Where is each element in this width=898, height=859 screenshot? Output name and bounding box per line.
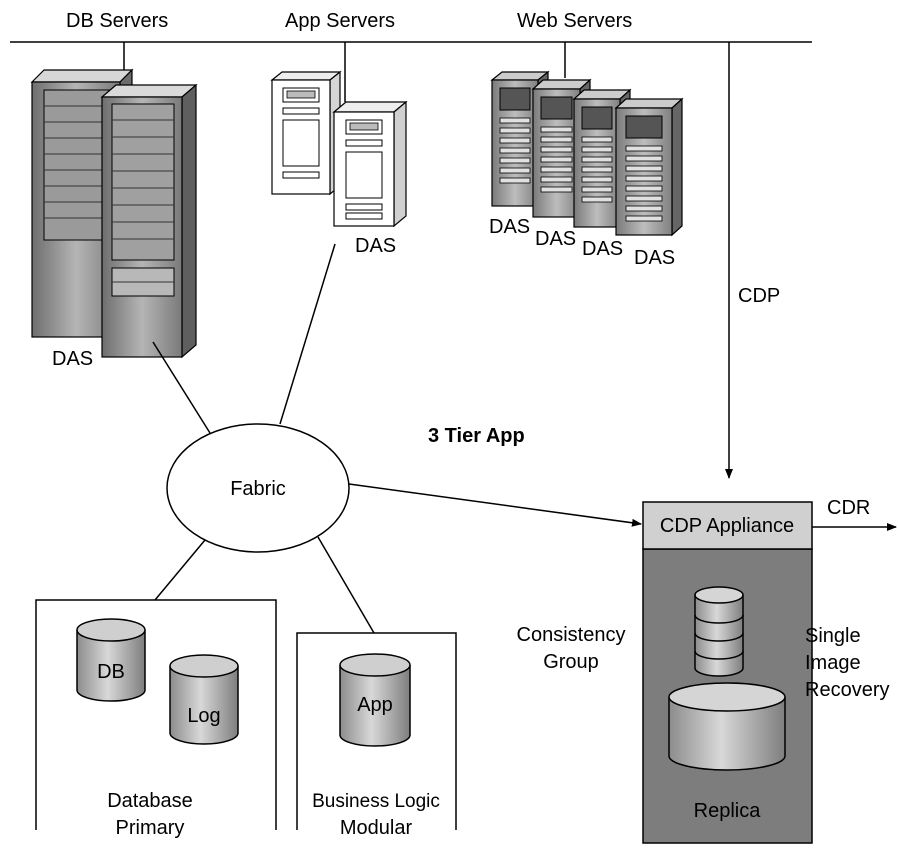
business-logic-box xyxy=(296,632,457,830)
app-fabric-link xyxy=(279,243,336,425)
fabric-database-link xyxy=(154,539,206,601)
web-server-4 xyxy=(614,97,684,237)
single-image-line2: Image xyxy=(805,652,861,674)
fabric-business-link xyxy=(317,536,375,634)
app-das-label: DAS xyxy=(355,235,396,257)
database-primary-box xyxy=(35,599,277,830)
web-server-3 xyxy=(572,88,632,229)
single-image-line3: Recovery xyxy=(805,679,889,701)
web-das-label-1: DAS xyxy=(489,216,530,238)
web-das-label-2: DAS xyxy=(535,228,576,250)
fabric-to-appliance-arrow xyxy=(348,483,642,527)
cdp-label: CDP xyxy=(738,285,780,307)
db-servers-label: DB Servers xyxy=(66,10,168,32)
db-server-rack-front xyxy=(100,83,198,359)
replica-cylinder xyxy=(668,682,786,771)
replica-label: Replica xyxy=(694,800,762,822)
consistency-group-line1: Consistency xyxy=(517,624,626,646)
app-servers-label: App Servers xyxy=(285,10,395,32)
appliance-header xyxy=(642,501,813,550)
business-box-line2: Modular xyxy=(340,817,413,839)
app-server-back xyxy=(270,70,342,196)
app-cylinder-label: App xyxy=(357,694,393,716)
db-das-label: DAS xyxy=(52,348,93,370)
log-cylinder-label: Log xyxy=(187,705,220,727)
app-cylinder xyxy=(339,653,411,747)
consistency-group-line2: Group xyxy=(543,651,599,673)
web-das-label-3: DAS xyxy=(582,238,623,260)
fabric-node xyxy=(166,423,350,553)
log-cylinder xyxy=(169,654,239,745)
web-das-label-4: DAS xyxy=(634,247,675,269)
database-box-line2: Primary xyxy=(116,817,185,839)
cdr-label: CDR xyxy=(827,497,870,519)
appliance-label: CDP Appliance xyxy=(660,515,794,537)
database-box-line1: Database xyxy=(107,790,193,812)
web-servers-label: Web Servers xyxy=(517,10,632,32)
diagram-title: 3 Tier App xyxy=(428,425,525,447)
fabric-label: Fabric xyxy=(230,478,286,500)
app-server-front xyxy=(332,100,408,228)
business-box-line1: Business Logic xyxy=(312,791,440,812)
db-cylinder-label: DB xyxy=(97,661,125,683)
db-cylinder xyxy=(76,618,146,702)
db-fabric-link xyxy=(152,341,211,434)
stacked-disk-icon xyxy=(694,586,744,677)
single-image-line1: Single xyxy=(805,625,861,647)
